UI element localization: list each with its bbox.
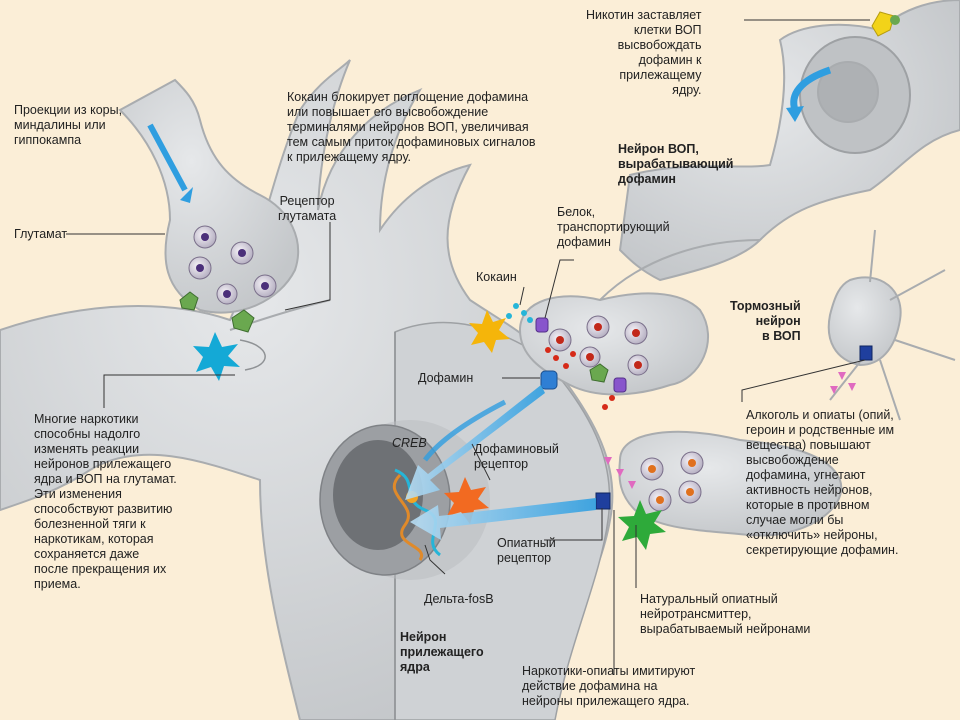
label-opiate-receptor: Опиатный рецептор: [497, 536, 556, 565]
label-delta-fosb: Дельта-fosB: [424, 592, 494, 606]
opiate-molecules: [604, 457, 636, 489]
cocaine-star: [469, 310, 510, 353]
label-natural-opiate: Натуральный опиатный нейротрансмиттер, в…: [640, 592, 811, 636]
label-nucleus-neuron: Нейрон прилежащего ядра: [400, 630, 484, 674]
label-glutamate-receptor: Рецептор глутамата: [278, 194, 337, 223]
dopamine-receptor-shape: [540, 370, 558, 390]
nicotine-molecule: [871, 11, 900, 37]
label-drugs-note: Многие наркотики способны надолго изменя…: [34, 412, 177, 591]
dopamine-burst: [444, 477, 489, 524]
inhibitory-opiate-molecules: [830, 372, 856, 394]
leader-lines: [66, 19, 870, 675]
inhibitory-neuron: [827, 229, 956, 421]
inhibitory-opiate-receptor: [859, 345, 873, 361]
label-glutamate: Глутамат: [14, 227, 68, 241]
transporter-protein: [535, 317, 549, 333]
label-alcohol-note: Алкоголь и опиаты (опий, героин и родств…: [746, 408, 899, 557]
dopamine-terminal: [518, 239, 761, 396]
label-transporter-protein: Белок, транспортирующий дофамин: [557, 205, 670, 249]
nicotine-flow-arrow: [790, 66, 832, 112]
label-creb: CREB: [392, 436, 427, 450]
label-opiate-drugs-note: Наркотики-опиаты имитируют действие дофа…: [522, 664, 696, 708]
dopamine-terminal-receptor: [589, 363, 609, 383]
signal-arrow-dopamine: [405, 385, 545, 500]
label-dopamine-receptor: Дофаминовый рецептор: [474, 442, 559, 471]
signal-arrow-opiate: [410, 498, 596, 540]
vta-neuron: [618, 0, 960, 282]
transporter-protein-2: [613, 377, 627, 393]
label-inhibitory-neuron: Тормозный нейрон в ВОП: [730, 299, 801, 343]
glutamate-flow-arrow: [147, 123, 188, 192]
signal-arrow-dopamine-2: [423, 399, 507, 462]
glutamate-burst: [193, 332, 240, 381]
opiate-terminal: [618, 430, 843, 537]
opiate-burst: [618, 500, 666, 550]
cocaine-molecules: [506, 303, 533, 323]
label-cortex-projections: Проекции из коры, миндалины или гиппокам…: [14, 103, 123, 147]
glutamate-terminal: [118, 78, 300, 314]
glutamate-receptor-shapes: [179, 291, 255, 333]
label-nicotine-note: Никотин заставляет клетки ВОП высвобожда…: [586, 8, 702, 97]
label-vta-neuron: Нейрон ВОП, вырабатывающий дофамин: [618, 142, 734, 186]
dopamine-molecules: [545, 347, 615, 410]
dna-helix: [392, 468, 442, 561]
label-cocaine-note: Кокаин блокирует поглощение дофамина или…: [287, 90, 536, 164]
label-cocaine: Кокаин: [476, 270, 517, 284]
opiate-receptor-shape: [595, 492, 611, 510]
label-dopamine: Дофамин: [418, 371, 474, 385]
